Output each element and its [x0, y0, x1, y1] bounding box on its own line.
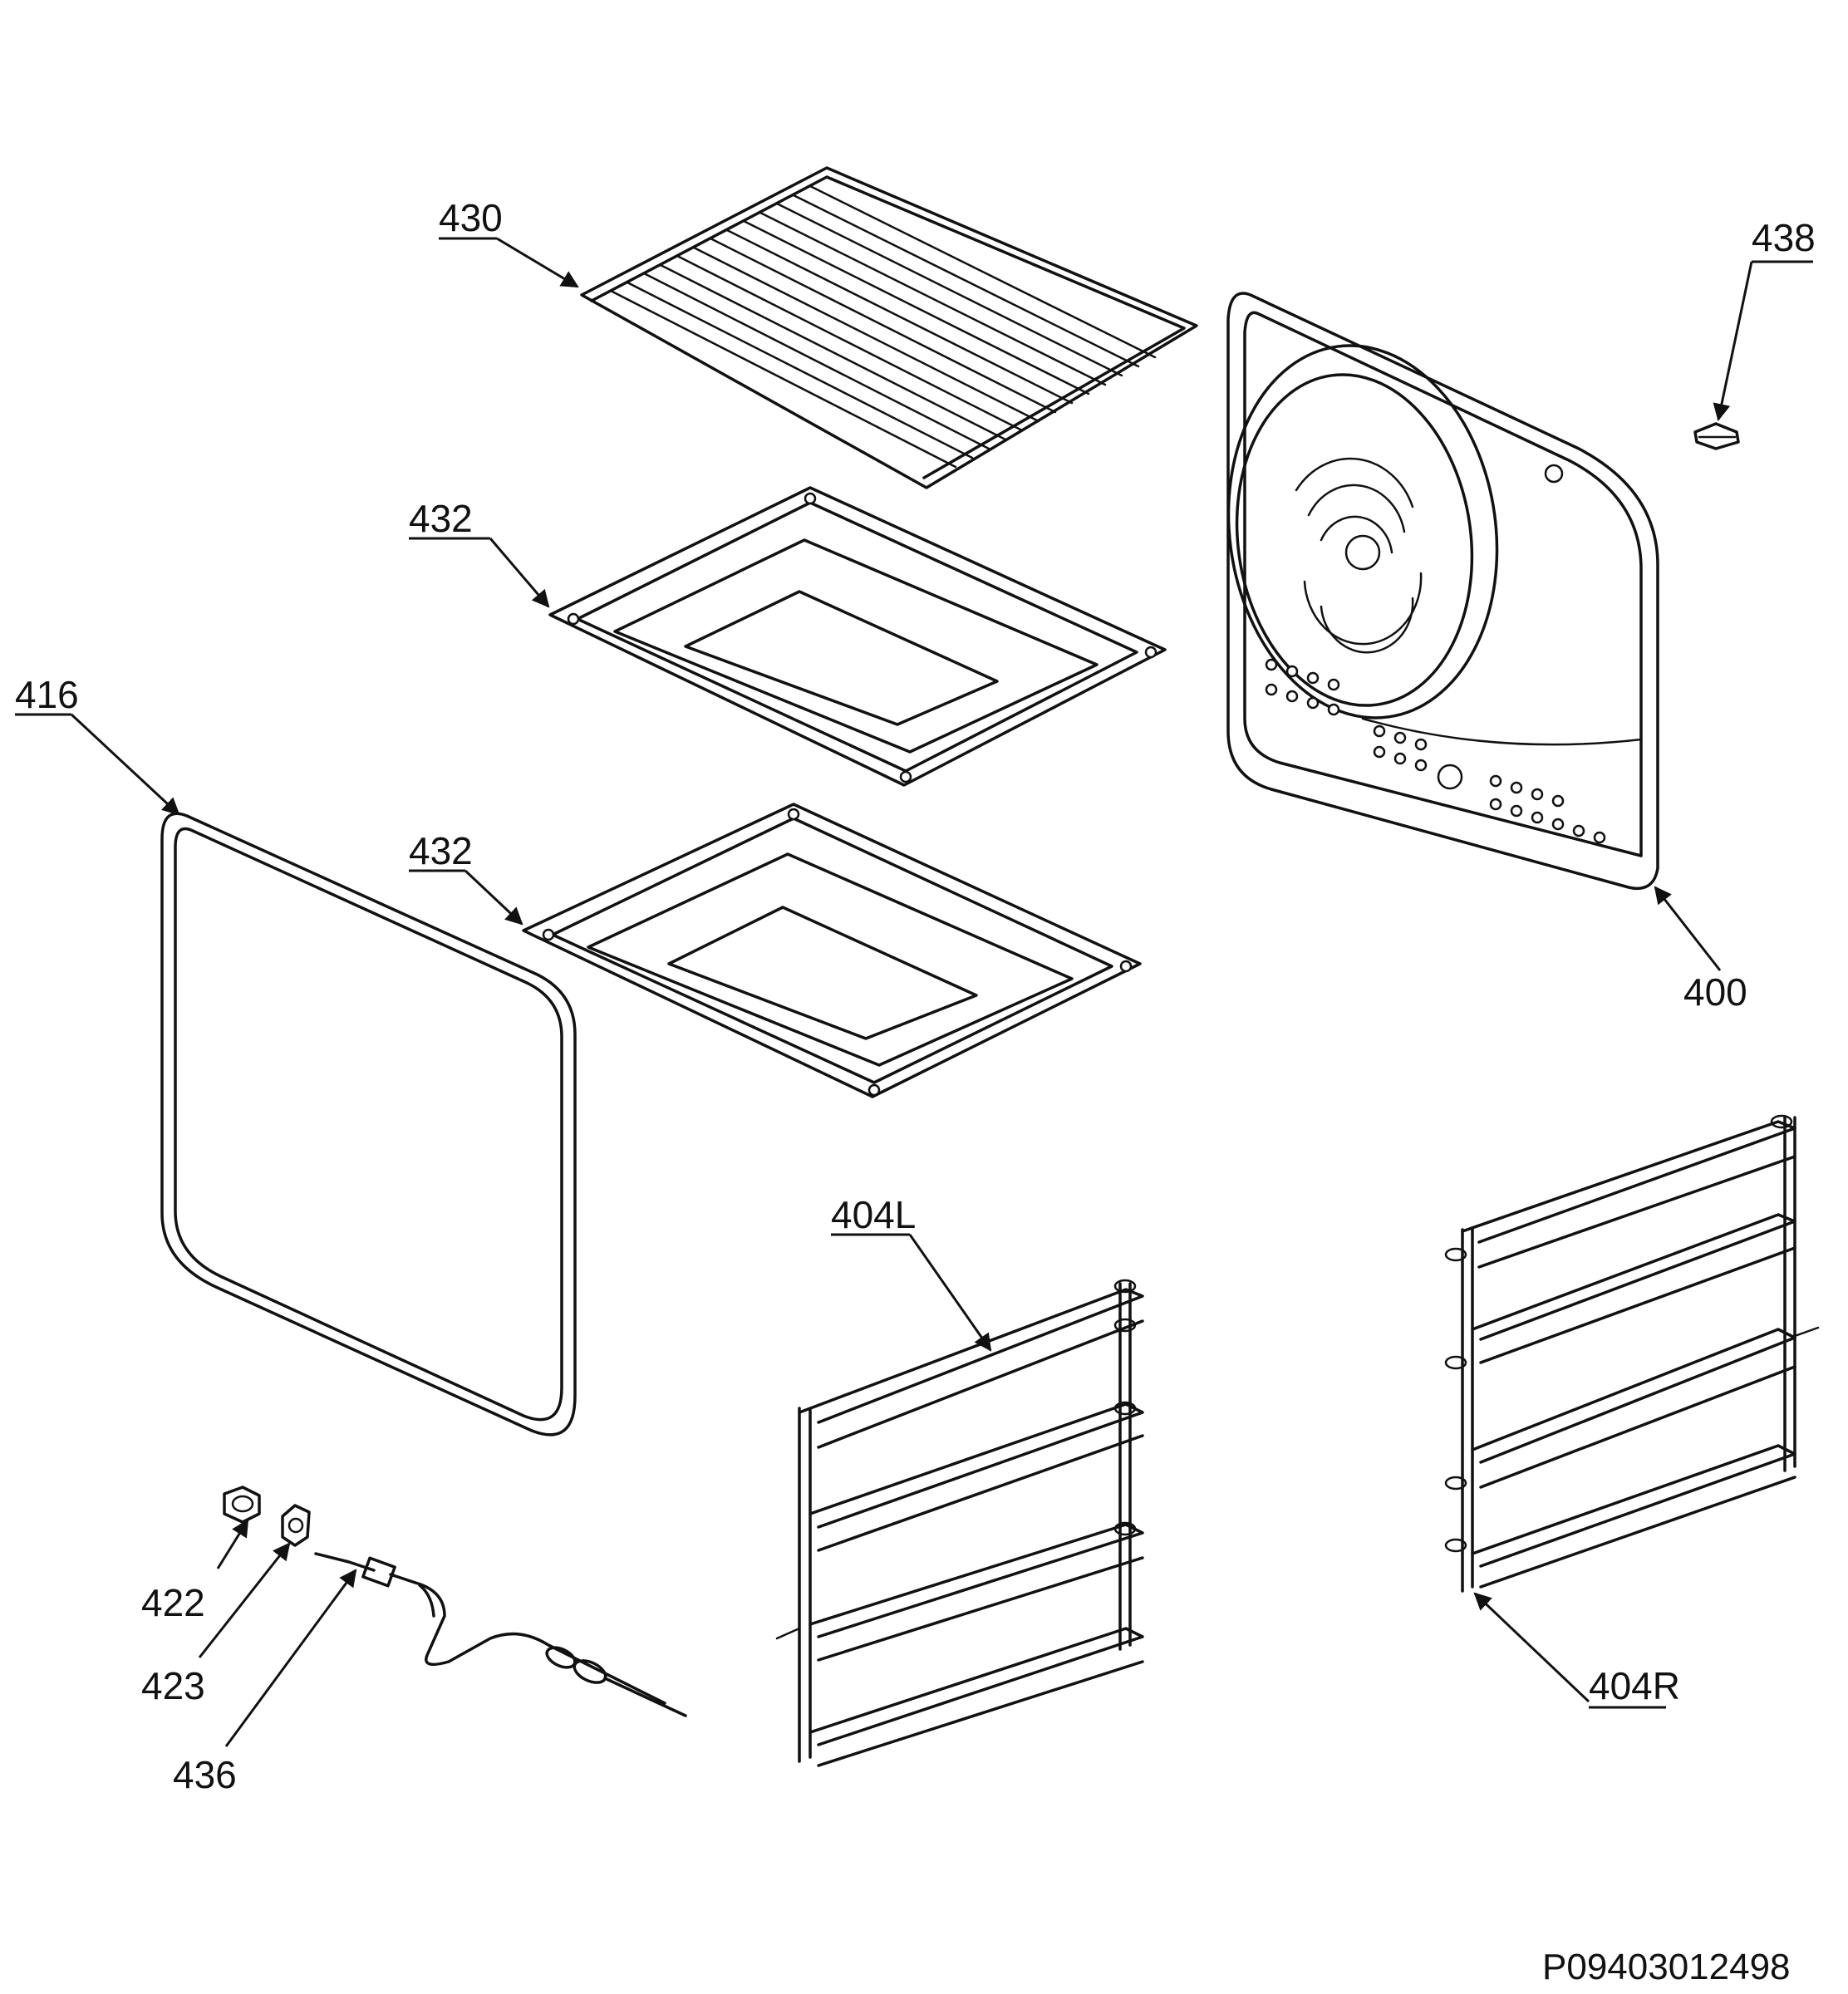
callout-label-430: 430 — [439, 196, 503, 239]
callout-432-upper: 432 — [409, 497, 550, 608]
callout-436: 436 — [173, 1569, 357, 1796]
callout-label-436: 436 — [173, 1753, 237, 1796]
callout-label-404R: 404R — [1589, 1664, 1680, 1707]
callout-416: 416 — [15, 673, 180, 816]
shelf-runner-404L — [775, 1279, 1144, 1767]
callout-423: 423 — [141, 1542, 291, 1707]
callout-label-400: 400 — [1683, 970, 1747, 1014]
nut-422-icon — [223, 1486, 261, 1524]
fan-cover-icon — [1295, 457, 1423, 654]
callout-label-432-lower: 432 — [409, 829, 473, 872]
callout-422: 422 — [141, 1519, 249, 1624]
back-panel-400 — [1226, 292, 1659, 890]
callout-404L: 404L — [831, 1193, 992, 1352]
callout-400: 400 — [1654, 886, 1747, 1014]
gasket-423-icon — [281, 1504, 311, 1547]
clip-438-icon — [1693, 422, 1740, 450]
callout-label-438: 438 — [1752, 216, 1816, 259]
callout-438: 438 — [1713, 216, 1816, 422]
baking-tray-432-lower — [522, 803, 1142, 1098]
baking-tray-432-upper — [548, 486, 1167, 787]
callout-label-423: 423 — [141, 1664, 205, 1707]
callout-432-lower: 432 — [409, 829, 523, 926]
callout-404R: 404R — [1473, 1592, 1680, 1709]
temperature-probe-436 — [314, 1552, 687, 1717]
wire-shelf-430 — [580, 166, 1198, 489]
document-id: P09403012498 — [1542, 1947, 1791, 1987]
callout-label-416: 416 — [15, 673, 79, 716]
vent-holes — [1265, 658, 1606, 844]
callout-label-432-upper: 432 — [409, 497, 473, 540]
callout-430: 430 — [439, 196, 579, 288]
callout-label-404L: 404L — [831, 1193, 916, 1236]
callout-label-422: 422 — [141, 1581, 205, 1624]
shelf-runner-404R — [1444, 1114, 1820, 1593]
door-seal-416 — [160, 812, 577, 1437]
